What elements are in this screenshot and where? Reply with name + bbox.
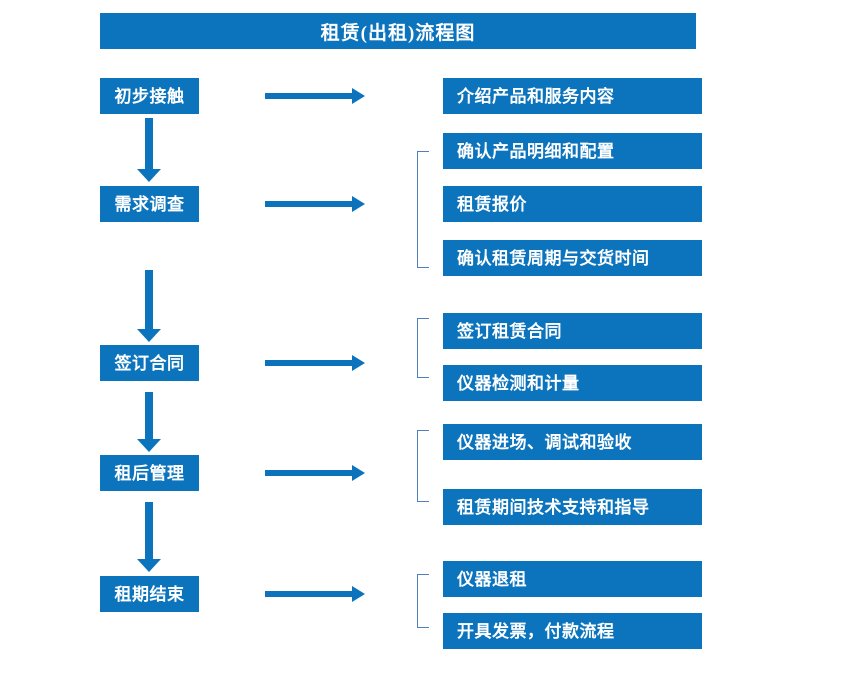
arrow-shaft: [265, 591, 353, 597]
arrow-head: [352, 88, 365, 104]
arrow-head: [137, 439, 161, 452]
arrow-shaft: [145, 392, 153, 439]
down-arrow-stage-1-to-2: [137, 118, 161, 182]
arrow-shaft: [265, 93, 353, 99]
arrow-shaft: [145, 118, 153, 169]
detail-box-4[interactable]: 确认租赁周期与交货时间: [443, 240, 702, 276]
detail-box-5[interactable]: 签订租赁合同: [443, 313, 702, 349]
arrow-shaft: [265, 470, 353, 476]
arrow-head: [137, 329, 161, 342]
page-title: 租赁(出租)流程图: [100, 13, 696, 49]
arrow-shaft: [265, 201, 353, 207]
detail-box-3[interactable]: 租赁报价: [443, 186, 702, 222]
detail-box-7[interactable]: 仪器进场、调试和验收: [443, 424, 702, 460]
detail-box-9[interactable]: 仪器退租: [443, 561, 702, 597]
right-arrow-stage-3: [265, 355, 365, 371]
arrow-head: [137, 559, 161, 572]
bracket-group-4: [417, 430, 429, 502]
right-arrow-stage-1: [265, 88, 365, 104]
detail-box-1[interactable]: 介绍产品和服务内容: [443, 78, 702, 114]
down-arrow-stage-4-to-5: [137, 502, 161, 572]
detail-box-10[interactable]: 开具发票，付款流程: [443, 613, 702, 649]
down-arrow-stage-3-to-4: [137, 392, 161, 452]
stage-box-5[interactable]: 租期结束: [100, 576, 199, 612]
right-arrow-stage-2: [265, 196, 365, 212]
arrow-shaft: [265, 360, 353, 366]
down-arrow-stage-2-to-3: [137, 270, 161, 342]
arrow-head: [352, 465, 365, 481]
bracket-group-2: [417, 151, 429, 268]
arrow-head: [352, 355, 365, 371]
arrow-head: [352, 586, 365, 602]
stage-box-4[interactable]: 租后管理: [100, 455, 199, 491]
detail-box-2[interactable]: 确认产品明细和配置: [443, 133, 702, 169]
arrow-head: [137, 169, 161, 182]
right-arrow-stage-5: [265, 586, 365, 602]
stage-box-1[interactable]: 初步接触: [100, 78, 199, 114]
right-arrow-stage-4: [265, 465, 365, 481]
stage-box-3[interactable]: 签订合同: [100, 345, 199, 381]
arrow-head: [352, 196, 365, 212]
detail-box-6[interactable]: 仪器检测和计量: [443, 365, 702, 401]
bracket-group-5: [417, 574, 429, 628]
arrow-shaft: [145, 270, 153, 329]
detail-box-8[interactable]: 租赁期间技术支持和指导: [443, 489, 702, 525]
arrow-shaft: [145, 502, 153, 559]
stage-box-2[interactable]: 需求调查: [100, 186, 199, 222]
bracket-group-3: [417, 318, 429, 378]
